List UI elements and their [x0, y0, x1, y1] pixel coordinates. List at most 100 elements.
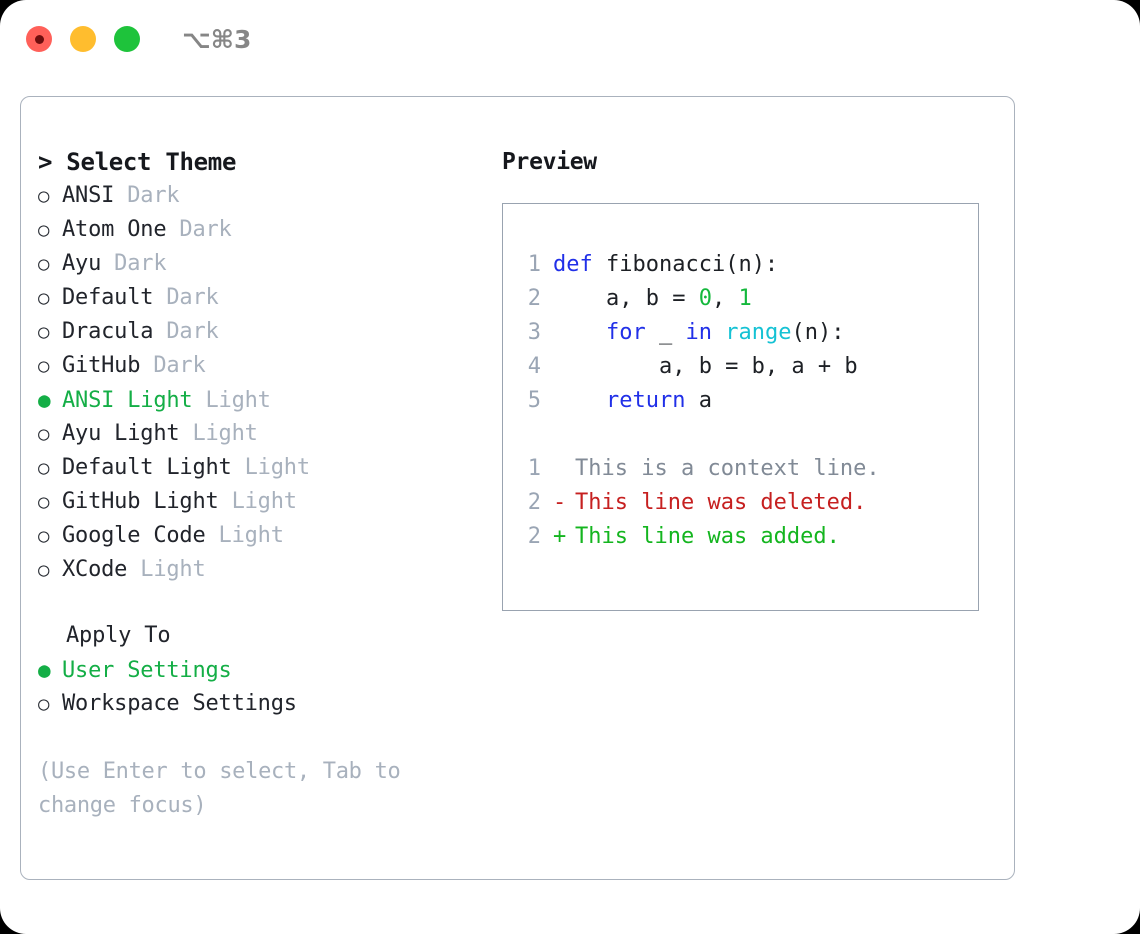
theme-name: XCode: [62, 557, 128, 582]
theme-variant-badge: Light: [218, 489, 297, 514]
apply-to-item[interactable]: ● User Settings: [38, 653, 498, 687]
theme-name: Atom One: [62, 217, 167, 242]
radio-unselected-icon[interactable]: ○: [38, 423, 50, 445]
diff-text: This is a context line.: [575, 456, 880, 481]
radio-unselected-icon[interactable]: ○: [38, 457, 50, 479]
radio-selected-icon[interactable]: ●: [38, 388, 51, 412]
code-token: [553, 320, 606, 345]
radio-unselected-icon[interactable]: ○: [38, 253, 50, 275]
theme-variant-badge: Light: [179, 421, 258, 446]
theme-name: Ayu: [62, 251, 102, 276]
line-number: 2: [527, 490, 541, 515]
code-token: fibonacci(n):: [592, 252, 779, 277]
radio-unselected-icon[interactable]: ○: [38, 559, 50, 581]
theme-list-item[interactable]: ○Google Code Light: [38, 519, 498, 553]
apply-to-label: Workspace Settings: [62, 691, 297, 716]
theme-name: Default: [62, 285, 154, 310]
code-token: in: [685, 320, 712, 345]
line-number: 3: [527, 320, 541, 345]
code-token: def: [553, 252, 593, 277]
code-text: a, b = b, a + b: [553, 350, 858, 384]
zoom-button-icon[interactable]: [114, 26, 140, 52]
apply-to-title: Apply To: [66, 623, 171, 648]
theme-list-item[interactable]: ○ Default Dark: [38, 281, 498, 315]
diff-sample: 1 This is a context line.2-This line was…: [503, 452, 978, 554]
theme-list-item[interactable]: ○ XCode Light: [38, 553, 498, 587]
theme-name: ANSI Light: [62, 388, 193, 413]
theme-list-item[interactable]: ○ GitHub Light Light: [38, 485, 498, 519]
code-token: _: [645, 320, 686, 345]
theme-variant-badge: Light: [127, 557, 206, 582]
theme-list-item[interactable]: ○ Dracula Dark: [38, 315, 498, 349]
theme-name: Dracula: [62, 319, 154, 344]
line-number: 4: [527, 354, 541, 379]
radio-unselected-icon[interactable]: ○: [38, 491, 50, 513]
main-panel: > Select Theme ○ANSI Dark○Atom One Dark○…: [20, 96, 1015, 880]
apply-to-list[interactable]: ● User Settings ○ Workspace Settings: [38, 653, 498, 721]
code-line: 4 a, b = b, a + b: [503, 350, 978, 384]
radio-unselected-icon[interactable]: ○: [38, 525, 50, 547]
theme-list-item[interactable]: ○Default Light Light: [38, 451, 498, 485]
code-token: a, b =: [553, 286, 699, 311]
theme-variant-badge: Light: [192, 388, 271, 413]
theme-list-item[interactable]: ○ GitHub Dark: [38, 349, 498, 383]
code-token: [553, 388, 606, 413]
code-text: def fibonacci(n):: [553, 248, 778, 282]
preview-title: Preview: [502, 149, 597, 175]
window-controls: [26, 26, 140, 52]
apply-to-item[interactable]: ○ Workspace Settings: [38, 687, 498, 721]
code-text: for _ in range(n):: [553, 316, 844, 350]
code-token: for: [605, 320, 646, 345]
code-token: (n):: [791, 320, 845, 345]
diff-text: This line was deleted.: [575, 490, 867, 515]
keyboard-hint: (Use Enter to select, Tab to change focu…: [38, 759, 401, 818]
theme-list-item[interactable]: ○ Ayu Light Light: [38, 417, 498, 451]
theme-list-item[interactable]: ○ Ayu Dark: [38, 247, 498, 281]
keyboard-shortcut-label: ⌥⌘3: [182, 24, 252, 54]
diff-line: 1 This is a context line.: [503, 452, 978, 486]
minimize-button-icon[interactable]: [70, 26, 96, 52]
radio-unselected-icon[interactable]: ○: [38, 693, 50, 715]
code-line: 1 def fibonacci(n):: [503, 248, 978, 282]
diff-line: 2 + This line was added.: [503, 520, 978, 554]
code-token: [712, 320, 725, 345]
code-token: ,: [711, 286, 739, 311]
theme-list[interactable]: ○ANSI Dark○Atom One Dark○Ayu Dark○Defaul…: [38, 179, 498, 587]
theme-list-item[interactable]: ● ANSI Light Light: [38, 383, 498, 417]
code-line: 2 a, b = 0, 1: [503, 282, 978, 316]
theme-name: ANSI: [62, 183, 115, 208]
line-number: 2: [527, 524, 541, 549]
apply-to-label: User Settings: [62, 658, 232, 683]
code-token: return: [605, 388, 686, 413]
radio-unselected-icon[interactable]: ○: [38, 185, 50, 207]
theme-name: GitHub: [62, 353, 141, 378]
close-button-icon[interactable]: [26, 26, 52, 52]
theme-name: Ayu Light: [62, 421, 180, 446]
page-title: > Select Theme: [38, 148, 237, 176]
radio-unselected-icon[interactable]: ○: [38, 355, 50, 377]
theme-list-item[interactable]: ○ Atom One Dark: [38, 213, 498, 247]
radio-unselected-icon[interactable]: ○: [38, 219, 50, 241]
radio-unselected-icon[interactable]: ○: [38, 321, 50, 343]
theme-variant-badge: Light: [231, 455, 310, 480]
theme-variant-badge: Dark: [153, 285, 219, 310]
diff-marker: +: [553, 524, 567, 549]
theme-name: Google Code: [62, 523, 206, 548]
theme-list-item[interactable]: ○ANSI Dark: [38, 179, 498, 213]
code-text: return a: [553, 384, 712, 418]
diff-text: This line was added.: [575, 524, 840, 549]
radio-selected-icon[interactable]: ●: [38, 658, 51, 682]
theme-variant-badge: Dark: [166, 217, 232, 242]
theme-name: GitHub Light: [62, 489, 219, 514]
code-token: a: [685, 388, 712, 413]
line-number: 2: [527, 286, 541, 311]
line-number: 1: [527, 456, 541, 481]
theme-variant-badge: Dark: [153, 319, 219, 344]
line-number: 1: [527, 252, 541, 277]
theme-variant-badge: Dark: [140, 353, 206, 378]
radio-unselected-icon[interactable]: ○: [38, 287, 50, 309]
theme-variant-badge: Dark: [101, 251, 167, 276]
